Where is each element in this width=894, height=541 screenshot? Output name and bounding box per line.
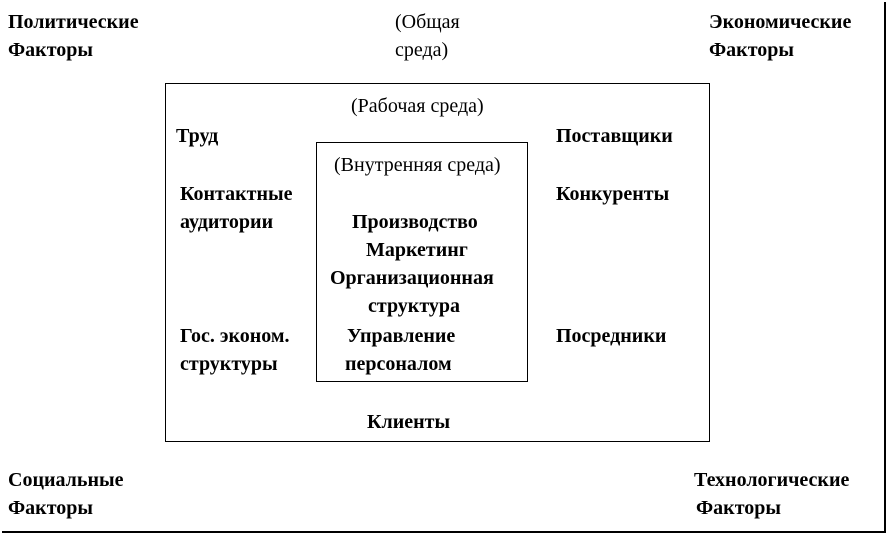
- competitors-label: Конкуренты: [556, 183, 670, 205]
- contact-audiences-label: Контактные аудитории: [180, 180, 292, 236]
- internal-item-marketing: Маркетинг: [366, 239, 468, 261]
- social-factors: Социальные Факторы: [8, 466, 123, 522]
- internal-item-organizational: Организационная: [330, 267, 494, 289]
- work-environment-box: [165, 83, 710, 442]
- general-environment-frame: [2, 2, 886, 533]
- work-environment-title: (Рабочая среда): [351, 95, 484, 117]
- political-factors: Политические Факторы: [8, 8, 139, 64]
- political-factors-line1: Политические: [8, 11, 139, 33]
- clients-label: Клиенты: [367, 411, 451, 433]
- state-economic-structures-line1: Гос. эконом.: [180, 325, 290, 347]
- internal-item-structure: структура: [368, 295, 461, 317]
- intermediaries-label: Посредники: [556, 325, 667, 347]
- internal-environment-title: (Внутренняя среда): [334, 154, 501, 176]
- social-factors-line2: Факторы: [8, 497, 93, 519]
- internal-item-personnel: персоналом: [345, 353, 452, 375]
- economic-factors: Экономические Факторы: [709, 8, 851, 64]
- state-economic-structures-line2: структуры: [180, 353, 278, 375]
- technological-factors-line1: Технологические: [694, 469, 850, 491]
- political-factors-line2: Факторы: [8, 39, 93, 61]
- economic-factors-line2: Факторы: [709, 39, 794, 61]
- labor-label: Труд: [176, 125, 219, 147]
- internal-item-management: Управление: [347, 325, 456, 347]
- internal-item-production: Производство: [352, 211, 478, 233]
- general-environment-title-line1: (Общая: [395, 11, 460, 33]
- general-environment-title: (Общая среда): [395, 8, 460, 64]
- state-economic-structures-label: Гос. эконом. структуры: [180, 322, 290, 378]
- general-environment-title-line2: среда): [395, 39, 449, 61]
- technological-factors-line2: Факторы: [696, 497, 781, 519]
- contact-audiences-line2: аудитории: [180, 211, 274, 233]
- technological-factors: Технологические Факторы: [694, 466, 849, 522]
- suppliers-label: Поставщики: [556, 125, 673, 147]
- internal-environment-box: [316, 142, 528, 382]
- social-factors-line1: Социальные: [8, 469, 124, 491]
- contact-audiences-line1: Контактные: [180, 183, 293, 205]
- economic-factors-line1: Экономические: [709, 11, 852, 33]
